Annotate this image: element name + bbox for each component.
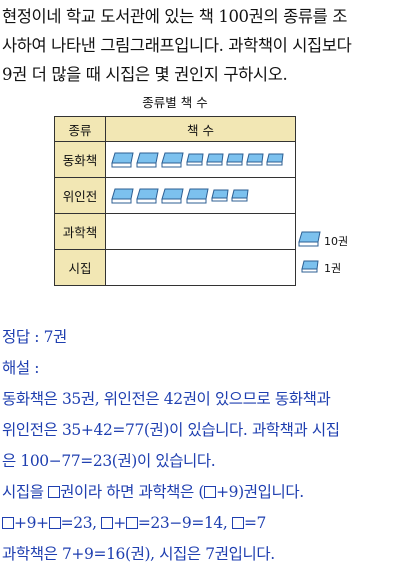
text-seg: 시집을 bbox=[2, 483, 49, 501]
row-icons-0 bbox=[105, 141, 296, 178]
legend-big-book-icon bbox=[298, 231, 323, 247]
legend-label-small: 1권 bbox=[324, 262, 342, 275]
text-seg: +9+ bbox=[14, 514, 49, 532]
table-row: 위인전 bbox=[54, 177, 296, 214]
small-book-icon bbox=[186, 153, 204, 166]
header-count: 책 수 bbox=[105, 116, 296, 142]
header-category: 종류 bbox=[54, 116, 106, 142]
answer-section: 정답 : 7권 해설 : 동화책은 35권, 위인전은 42권이 있으므로 동화… bbox=[2, 322, 398, 570]
explanation-line-4: 시집을 권이라 하면 과학책은 ( +9)권입니다. bbox=[2, 477, 398, 508]
big-book-icon bbox=[161, 188, 184, 204]
explanation-line-1: 동화책은 35권, 위인전은 42권이 있으므로 동화책과 bbox=[2, 390, 331, 408]
small-book-icon bbox=[211, 189, 229, 202]
explanation-line-2: 위인전은 35+42=77(권)이 있습니다. 과학책과 시집 bbox=[2, 421, 340, 439]
explanation-line-6: 과학책은 7+9=16(권), 시집은 7권입니다. bbox=[2, 545, 275, 563]
problem-line-1: 현정이네 학교 도서관에 있는 책 100권의 종류를 조 bbox=[2, 7, 348, 26]
big-book-icon bbox=[161, 152, 184, 168]
table-row: 동화책 bbox=[54, 141, 296, 178]
problem-text: 현정이네 학교 도서관에 있는 책 100권의 종류를 조 사하여 나타낸 그림… bbox=[2, 2, 398, 89]
explanation-line-5: +9+ =23, + =23−9=14, =7 bbox=[2, 508, 398, 539]
unknown-box-icon bbox=[48, 517, 61, 529]
text-seg: =7 bbox=[243, 514, 266, 532]
big-book-icon bbox=[136, 188, 159, 204]
legend-small-book-icon bbox=[301, 259, 321, 273]
row-icons-3 bbox=[105, 249, 296, 286]
explanation-label: 해설 : bbox=[2, 359, 40, 377]
unknown-box-icon bbox=[48, 486, 61, 498]
row-label-0: 동화책 bbox=[54, 141, 106, 178]
small-book-icon bbox=[206, 153, 224, 166]
row-label-3: 시집 bbox=[54, 249, 106, 286]
explanation-line-3: 은 100−77=23(권)이 있습니다. bbox=[2, 452, 216, 470]
unknown-box-icon bbox=[231, 517, 244, 529]
small-book-icon bbox=[231, 189, 249, 202]
problem-line-2: 사하여 나타낸 그림그래프입니다. 과학책이 시집보다 bbox=[2, 36, 352, 55]
big-book-icon bbox=[298, 231, 321, 247]
table-row: 시집 bbox=[54, 249, 296, 286]
problem-line-3: 9권 더 많을 때 시집은 몇 권인지 구하시오. bbox=[2, 65, 288, 84]
big-book-icon bbox=[111, 152, 134, 168]
text-seg: =23, bbox=[60, 514, 102, 532]
row-icons-2 bbox=[105, 213, 296, 250]
unknown-box-icon bbox=[2, 517, 14, 529]
table-row: 과학책 bbox=[54, 213, 296, 250]
big-book-icon bbox=[186, 188, 209, 204]
chart-title: 종류별 책 수 bbox=[142, 95, 208, 110]
small-book-icon bbox=[226, 153, 244, 166]
text-seg: 권이라 하면 과학책은 ( bbox=[60, 483, 205, 501]
text-seg: + bbox=[113, 514, 126, 532]
row-icons-1 bbox=[105, 177, 296, 214]
row-label-2: 과학책 bbox=[54, 213, 106, 250]
small-book-icon bbox=[301, 260, 319, 272]
big-book-icon bbox=[136, 152, 159, 168]
unknown-box-icon bbox=[125, 517, 138, 529]
final-answer: 정답 : 7권 bbox=[2, 328, 67, 346]
unknown-box-icon bbox=[204, 486, 217, 498]
big-book-icon bbox=[111, 188, 134, 204]
legend-label-big: 10권 bbox=[324, 235, 349, 248]
unknown-box-icon bbox=[101, 517, 114, 529]
small-book-icon bbox=[266, 153, 284, 166]
picture-graph-table: 종류 책 수 동화책 위인전 과학책 시집 bbox=[54, 116, 296, 286]
text-seg: +9)권입니다. bbox=[216, 483, 304, 501]
text-seg: =23−9=14, bbox=[137, 514, 232, 532]
row-label-1: 위인전 bbox=[54, 177, 106, 214]
table-header-row: 종류 책 수 bbox=[54, 116, 296, 142]
small-book-icon bbox=[246, 153, 264, 166]
